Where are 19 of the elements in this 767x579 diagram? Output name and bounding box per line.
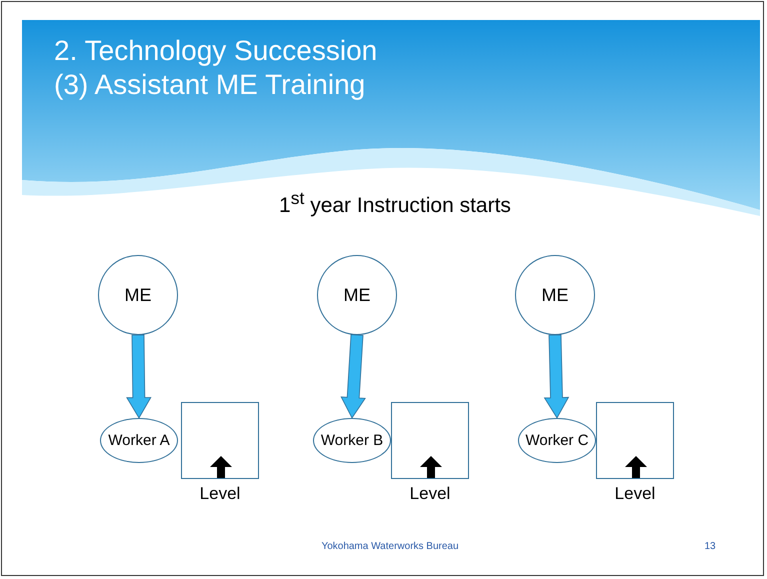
node-label: Worker C — [525, 432, 589, 449]
box-caption: Level — [200, 484, 240, 504]
page-number: 13 — [703, 541, 717, 552]
arrow — [544, 334, 570, 419]
slide-title: 2. Technology Succession (3) Assistant ME Training — [54, 34, 378, 102]
node-label: ME — [124, 284, 152, 306]
arrow — [340, 334, 366, 419]
ellipse-node — [518, 418, 596, 463]
box-caption: Level — [410, 484, 450, 504]
ellipse-node — [313, 418, 391, 463]
ellipse-node — [100, 418, 178, 463]
node-label: Worker A — [108, 432, 170, 449]
box-caption: Level — [614, 484, 656, 504]
node-label: Worker B — [320, 432, 384, 449]
subtitle: 1$^{st}$ year Instruction starts — [278, 188, 512, 218]
footer-text: Yokohama Waterworks Bureau — [320, 541, 460, 552]
node-label: ME — [344, 284, 370, 306]
node-label: ME — [542, 284, 568, 306]
arrow — [126, 334, 152, 419]
